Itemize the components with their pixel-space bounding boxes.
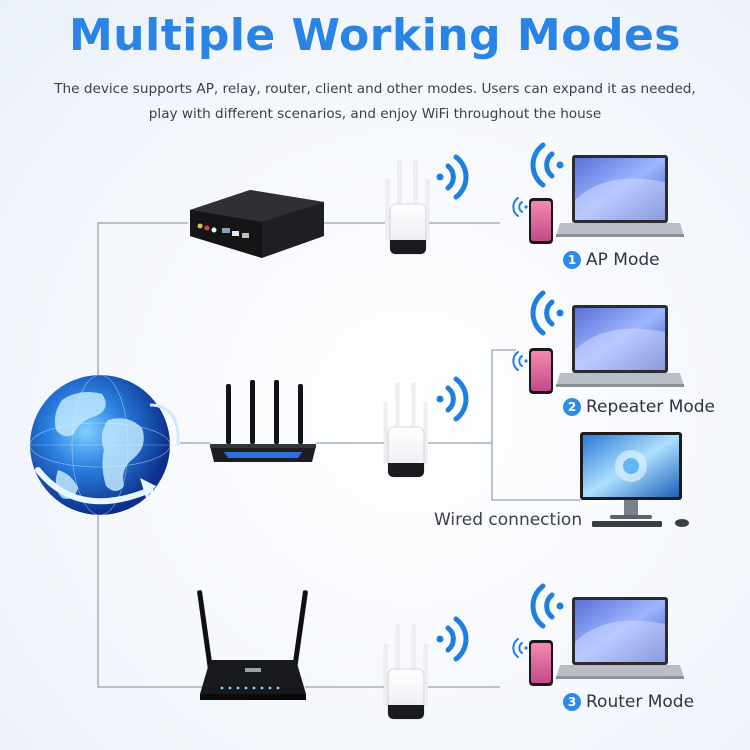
mode-name: Repeater Mode [586, 397, 716, 417]
wifi-extender-icon [383, 624, 428, 720]
wifi-extender-icon [383, 382, 428, 478]
mode-number-badge: 2 [563, 398, 581, 416]
connection-lines [97, 222, 580, 688]
tv-box-icon [190, 190, 324, 258]
wifi-signal-icon [530, 142, 564, 629]
link-globe-dlink [97, 512, 205, 688]
dlink-router-icon [197, 590, 308, 700]
mode-label-repeater: 2 Repeater Mode [563, 397, 715, 417]
mode-label-router: 3 Router Mode [563, 692, 694, 712]
wifi-signal-icon [512, 197, 528, 658]
subtitle-line-1: The device supports AP, relay, router, c… [54, 81, 696, 97]
smartphone-icon [529, 640, 553, 686]
laptop-icon [556, 305, 684, 387]
link-repeater-split [491, 349, 580, 501]
wired-connection-label: Wired connection [434, 510, 583, 530]
page-title: Multiple Working Modes [69, 10, 681, 61]
wifi-extender-icon [385, 159, 430, 255]
mode-number-badge: 1 [563, 251, 581, 269]
desktop-monitor-icon [580, 432, 689, 527]
laptop-icon [556, 597, 684, 679]
globe-icon [29, 374, 180, 516]
wifi-signal-icon [436, 616, 469, 662]
wifi-signal-icon [436, 154, 469, 200]
router-icon [210, 380, 316, 462]
smartphone-icon [529, 348, 553, 394]
smartphone-icon [529, 198, 553, 244]
mode-number-badge: 3 [563, 693, 581, 711]
subtitle-line-2: play with different scenarios, and enjoy… [148, 106, 602, 122]
mode-label-ap: 1 AP Mode [563, 250, 660, 270]
wifi-signal-icon [436, 376, 469, 422]
link-globe-tvbox [97, 222, 188, 378]
mode-name: AP Mode [586, 250, 660, 270]
mode-name: Router Mode [586, 692, 695, 712]
laptop-icon [556, 155, 684, 237]
